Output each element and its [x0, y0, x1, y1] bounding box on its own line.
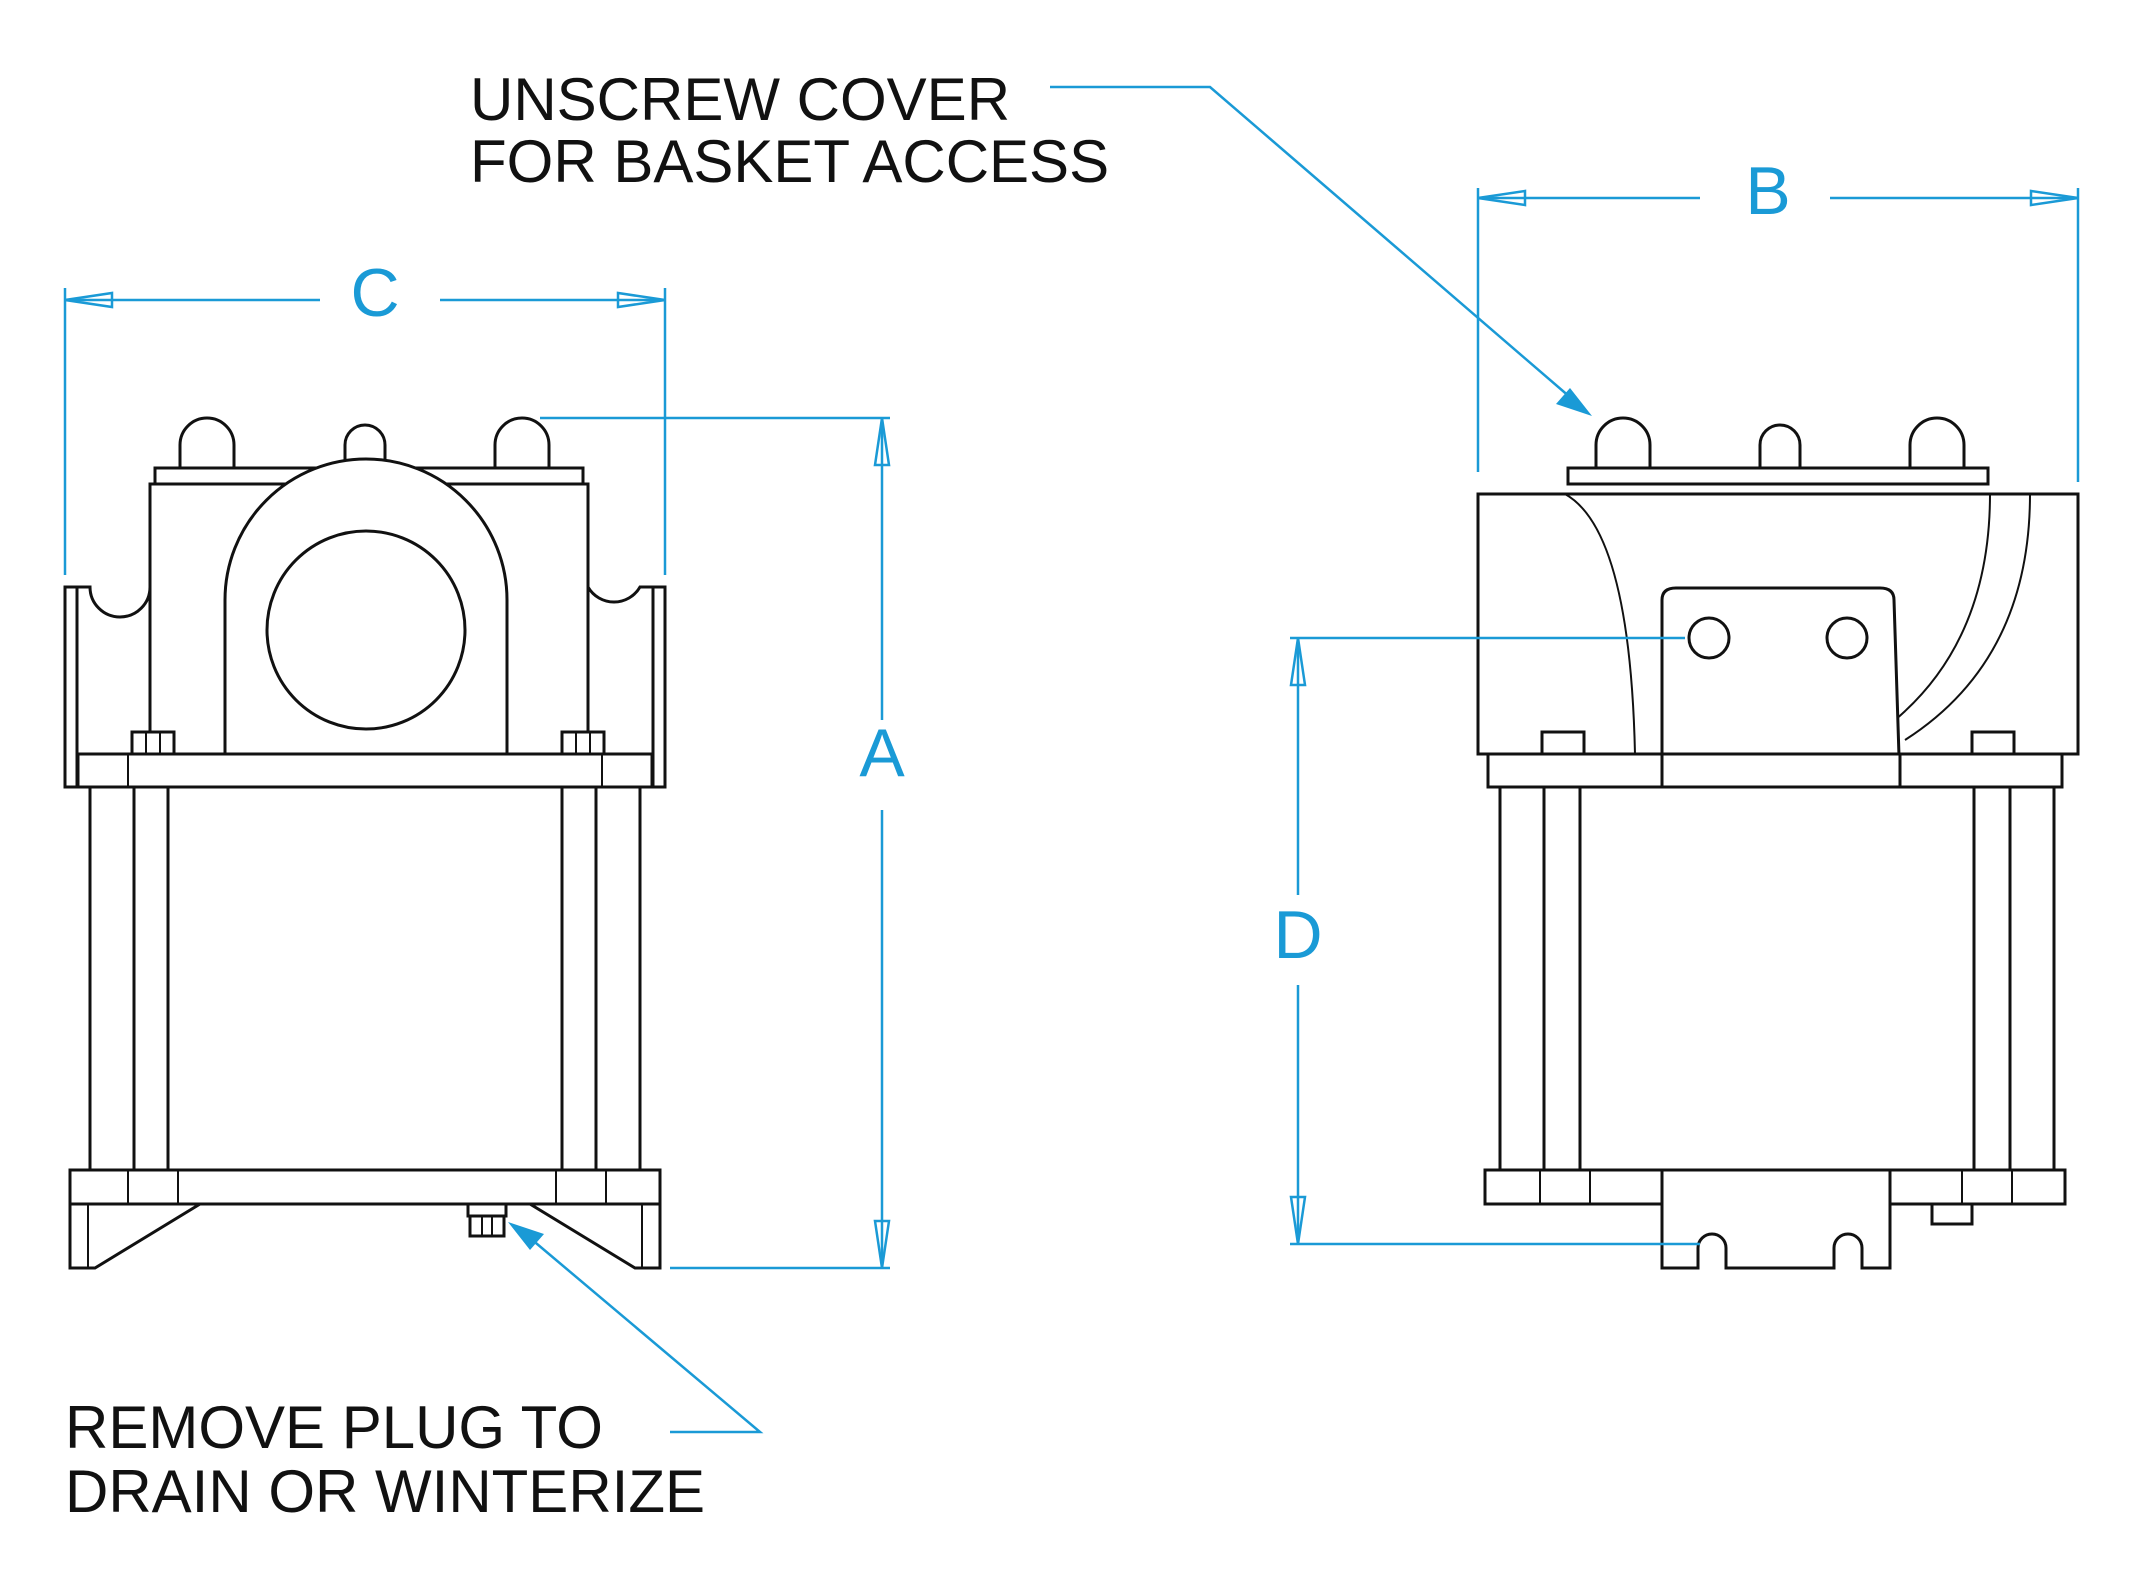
outlet-curve — [1894, 493, 1991, 721]
dimension-d-label: D — [1273, 897, 1322, 973]
side-view — [1476, 416, 2080, 1270]
tie-rod — [1972, 785, 2012, 1172]
cover-knob — [1594, 416, 1652, 472]
bottom-bracket — [1660, 1168, 1892, 1270]
plug-note-line2: DRAIN OR WINTERIZE — [65, 1458, 705, 1525]
drain-plug — [1930, 1202, 1974, 1226]
dimension-lines: C A B D — [63, 85, 2080, 1434]
tie-rod — [1542, 785, 1582, 1172]
body-curve — [1564, 493, 1636, 755]
cover-knob — [493, 416, 551, 472]
cover-knob — [1758, 423, 1802, 472]
cover-note-line1: UNSCREW COVER — [470, 66, 1010, 133]
drain-plug — [466, 1202, 508, 1218]
hex-nut — [1540, 730, 1586, 756]
dimension-a-label: A — [859, 715, 905, 791]
drain-plug-nut — [468, 1214, 506, 1238]
tie-rod — [88, 785, 136, 1172]
foot-left — [68, 1202, 206, 1270]
hex-nut — [130, 730, 176, 756]
tie-rod — [2008, 785, 2056, 1172]
front-view — [63, 416, 667, 1270]
cover-plate — [1566, 466, 1990, 486]
plug-leader-arrow — [508, 1222, 544, 1250]
tie-rod — [560, 785, 598, 1172]
tie-rod — [594, 785, 642, 1172]
dimension-b-label: B — [1745, 153, 1790, 229]
flange-edge-left — [63, 585, 79, 789]
tie-rod — [1498, 785, 1546, 1172]
bracket-hole — [1825, 616, 1869, 660]
inlet-port — [265, 529, 467, 731]
dimension-c-label: C — [350, 255, 399, 331]
side-flange-right — [586, 581, 667, 756]
cover-knob — [1908, 416, 1966, 472]
basket-housing — [166, 785, 564, 1172]
cover-note-line2: FOR BASKET ACCESS — [470, 128, 1109, 195]
side-flange-left — [63, 585, 152, 756]
cover-leader-arrow — [1556, 388, 1592, 416]
hex-nut — [1970, 730, 2016, 756]
outlet-curve — [1904, 493, 2031, 741]
tie-rod — [132, 785, 170, 1172]
flange-edge-right — [651, 585, 667, 789]
bracket-overlay — [1660, 752, 1902, 789]
hex-nut — [560, 730, 606, 756]
cover-knob — [178, 416, 236, 472]
lower-tie-plate — [68, 1168, 662, 1206]
upper-tie-plate — [76, 752, 654, 789]
foot-right — [524, 1202, 662, 1270]
plug-note-line1: REMOVE PLUG TO — [65, 1394, 603, 1461]
bracket-hole — [1687, 616, 1731, 660]
basket-housing — [1578, 785, 1976, 1172]
